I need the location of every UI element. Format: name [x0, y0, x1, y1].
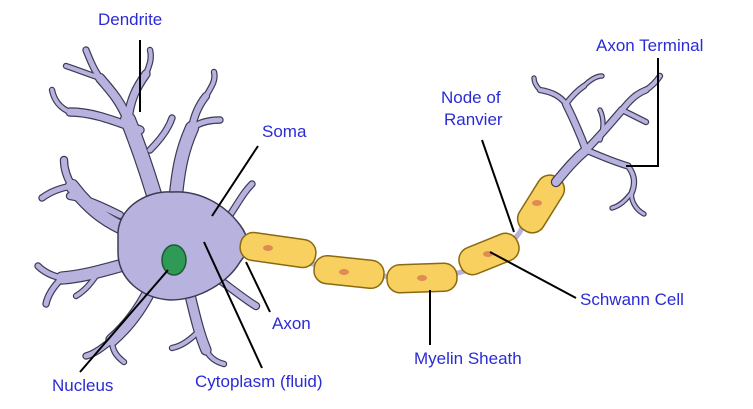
- leader-soma: [211, 145, 259, 217]
- dendrite-branch: [39, 183, 75, 201]
- dendrite-branch: [582, 74, 604, 88]
- dendrite-branch: [563, 101, 589, 153]
- label-schwann-cell: Schwann Cell: [580, 290, 684, 309]
- label-node-of-ranvier-line2: Ranvier: [444, 110, 503, 129]
- leader-axon-terminal: [626, 58, 659, 167]
- label-myelin-sheath: Myelin Sheath: [414, 349, 522, 368]
- dendrite-branch: [217, 277, 259, 309]
- dendrite-branch: [538, 88, 568, 106]
- dendrite-branch: [185, 290, 211, 355]
- schwann-cell-1: [239, 231, 317, 269]
- label-node-of-ranvier-line1: Node of: [441, 88, 501, 107]
- dendrite-branch: [35, 263, 65, 281]
- dendrite-branch: [61, 157, 75, 189]
- dendrite-branch: [620, 108, 648, 124]
- label-cytoplasm: Cytoplasm (fluid): [195, 372, 323, 391]
- label-dendrite: Dendrite: [98, 10, 163, 29]
- leader-schwann: [489, 251, 577, 299]
- dendrite-branch: [147, 115, 175, 153]
- dendrite-branch: [583, 107, 625, 153]
- dendrite-branch: [583, 147, 631, 169]
- dendrite-branch: [552, 146, 590, 186]
- dendrite-branch: [67, 193, 123, 218]
- dendrite-branch: [204, 348, 226, 366]
- leader-node: [481, 139, 515, 233]
- dendrite-branch: [170, 328, 202, 350]
- schwann-cell-2: [313, 254, 385, 290]
- nucleus: [161, 244, 187, 276]
- dendrite-branch: [189, 117, 223, 131]
- label-soma: Soma: [262, 122, 307, 141]
- dendrite-branch: [619, 87, 649, 113]
- leader-lines: [79, 40, 659, 373]
- label-axon-terminal: Axon Terminal: [596, 36, 704, 55]
- dendrites: [34, 46, 261, 368]
- label-nucleus: Nucleus: [52, 376, 114, 395]
- leader-axon: [245, 261, 271, 313]
- dendrite-branch: [64, 64, 102, 80]
- dendrite-branch: [532, 76, 542, 92]
- dendrite-branch: [50, 88, 72, 114]
- dendrite-branch: [124, 70, 150, 124]
- dendrite-branch: [227, 181, 255, 218]
- dendrite-branch: [74, 268, 102, 298]
- dendrite-branch: [626, 164, 637, 194]
- schwann-cell-3: [386, 262, 458, 294]
- leader-nucleus: [79, 269, 169, 373]
- dendrite-branch: [43, 275, 65, 307]
- label-axon: Axon: [272, 314, 311, 333]
- dendrite-branch: [598, 108, 605, 142]
- schwann-cell-4: [458, 232, 520, 276]
- dendrite-branch: [144, 48, 153, 76]
- dendrite-branch: [204, 70, 217, 98]
- dendrite-branch: [610, 190, 634, 210]
- axon-terminal-branches: [531, 72, 664, 217]
- dendrite-branch: [564, 84, 586, 106]
- myelin-sheath: [239, 174, 566, 294]
- dendrite-branch: [66, 108, 144, 134]
- leader-cytoplasm: [203, 241, 263, 369]
- dendrite-branch: [110, 338, 126, 364]
